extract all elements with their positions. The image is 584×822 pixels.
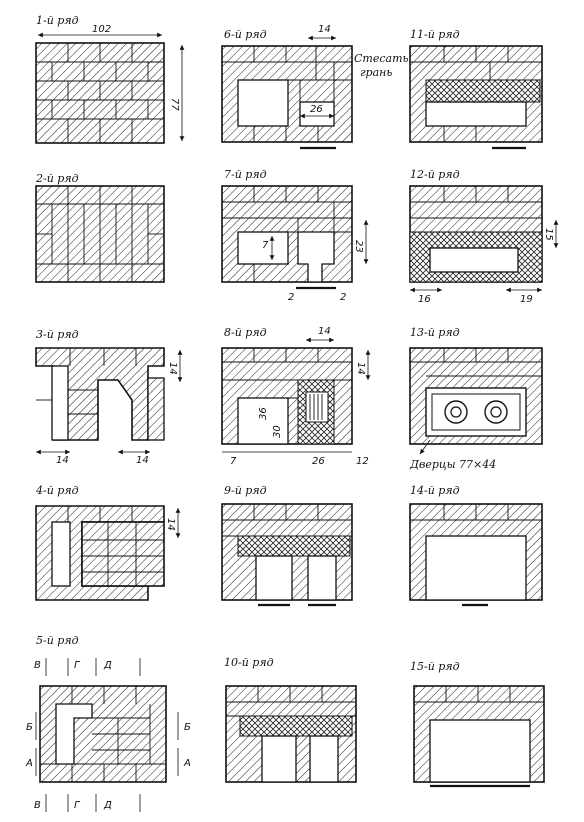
row-14-plan: 14-й ряд [409,484,543,607]
row-1-label: 1-й ряд [36,14,79,27]
row-13-label: 13-й ряд [410,326,460,339]
note-r13-door: Дверцы 77×44 [409,458,496,471]
dim-r8-g: 12 [356,456,369,467]
dim-r8-d: 30 [272,425,283,438]
row-12-plan: 12-й ряд 15 16 19 [409,168,559,305]
dim-r3-b: 14 [136,455,149,466]
dim-r12-b: 16 [418,294,431,305]
dim-r3-a: 14 [56,455,69,466]
dim-r4-a: 14 [165,518,176,531]
row-10-label: 10-й ряд [224,656,274,669]
row-13-plan: 13-й ряд Дверцы 77×44 [409,326,543,471]
section-top-d: Д [103,660,112,671]
row-4-plan: 4-й ряд 14 [35,484,181,601]
row-2-plan: 2-й ряд [35,172,165,283]
row-1-plan: 1-й ряд 102 77 [35,14,185,144]
dim-r7-d: 2 [340,292,346,303]
row-8-label: 8-й ряд [224,326,267,339]
row-5-label: 5-й ряд [36,634,79,647]
row-7-plan: 7-й ряд 7 23 2 2 [221,168,369,303]
row-7-label: 7-й ряд [224,168,267,181]
row-9-label: 9-й ряд [224,484,267,497]
row-5-plan: 5-й ряд В Г Д В Г Д Б А Б А [25,634,191,812]
dim-r6-a: 14 [318,24,331,35]
dim-r7-a: 7 [262,240,269,251]
row-11-plan: 11-й ряд [409,28,543,150]
row-8-plan: 8-й ряд 14 14 36 30 7 26 12 [221,326,371,467]
dim-r8-f: 26 [312,456,325,467]
section-left-a: А [25,758,33,769]
note-r6-line1: Стесать [354,52,409,65]
dim-r8-e: 7 [230,456,237,467]
row-6-plan: 6-й ряд 14 26 Стесать грань [221,24,409,150]
section-bottom-g: Г [74,800,81,811]
section-top-g: Г [74,660,81,671]
dim-r6-b: 26 [310,104,323,115]
dim-r7-c: 2 [288,292,294,303]
section-right-a: А [183,758,191,769]
section-left-b: Б [26,722,33,733]
row-15-plan: 15-й ряд [410,660,545,788]
dim-r7-b: 23 [353,240,364,253]
dim-r12-c: 19 [520,294,533,305]
section-right-b: Б [184,722,191,733]
row-15-label: 15-й ряд [410,660,460,673]
dim-r8-b: 14 [355,362,366,375]
row-14-label: 14-й ряд [410,484,460,497]
dim-r8-c: 36 [258,407,269,420]
row-9-plan: 9-й ряд [221,484,353,607]
dim-r12-a: 15 [543,228,554,241]
section-top-v: В [34,660,41,671]
dim-r8-a: 14 [318,326,331,337]
section-bottom-d: Д [103,800,112,811]
dim-r1-width: 102 [92,24,111,35]
row-6-label: 6-й ряд [224,28,267,41]
row-3-plan: 3-й ряд 14 14 14 [35,328,183,466]
dim-r3-c: 14 [167,362,178,375]
note-r6-line2: грань [360,66,392,79]
row-4-label: 4-й ряд [35,484,79,497]
row-10-plan: 10-й ряд [224,656,357,783]
row-2-label: 2-й ряд [35,172,79,185]
section-bottom-v: В [34,800,41,811]
row-11-label: 11-й ряд [410,28,460,41]
row-3-label: 3-й ряд [36,328,79,341]
row-12-label: 12-й ряд [410,168,460,181]
dim-r1-height: 77 [169,98,180,111]
